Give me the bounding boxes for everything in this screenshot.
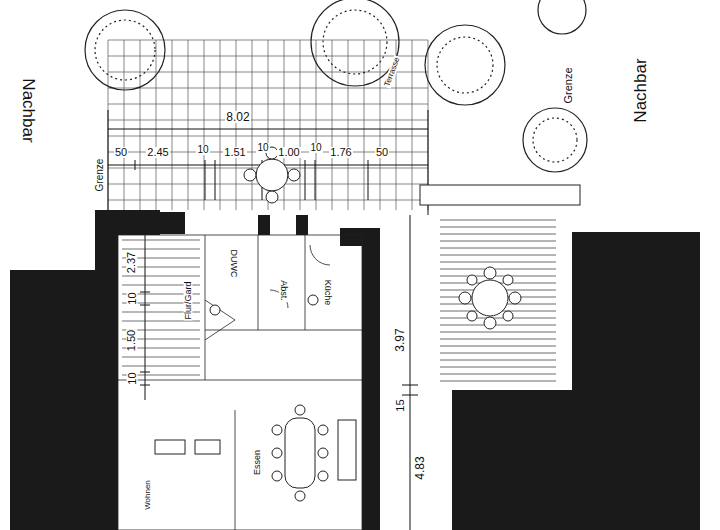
hatch-line	[440, 318, 556, 319]
dimension-label: 50	[375, 147, 389, 158]
house-walls	[160, 212, 380, 530]
dimension-label: 3.97	[394, 327, 406, 352]
hatch-line	[440, 255, 556, 256]
grid-line	[236, 40, 237, 210]
grid-line	[252, 40, 253, 210]
grid-line	[172, 40, 173, 210]
dimension-label: Grenze	[95, 158, 105, 193]
room-label: Wohnen	[144, 479, 152, 511]
hatch-line	[440, 262, 556, 263]
room-label: DUWC	[229, 248, 238, 278]
terrace-grid	[108, 40, 428, 210]
hatch-line	[440, 248, 556, 249]
grid-line	[108, 40, 428, 41]
dimension-label: 1.50	[126, 328, 137, 351]
grid-line	[300, 40, 301, 210]
hatch-line	[440, 346, 556, 347]
dimension-label: 2.37	[126, 250, 137, 273]
dimension-label: Grenze	[562, 66, 573, 104]
hatch-line	[440, 227, 556, 228]
grid-line	[380, 40, 381, 210]
grid-line	[412, 40, 413, 210]
grid-line	[156, 40, 157, 210]
dimension-label: 1.00	[277, 147, 300, 158]
grid-line	[108, 56, 428, 57]
grid-line	[108, 120, 428, 121]
hatch-line	[440, 234, 556, 235]
grid-line	[108, 136, 428, 137]
dimension-label: 10	[127, 371, 138, 385]
dimension-label: 4.83	[414, 455, 426, 480]
hatch-line	[440, 374, 556, 375]
room-label: Essen	[253, 448, 262, 475]
stair-step	[122, 249, 200, 250]
hatch-line	[440, 332, 556, 333]
hatch-line	[440, 360, 556, 361]
neighbour-label: Nachbar	[20, 77, 37, 143]
grid-line	[124, 40, 125, 210]
dimension-label: 10	[127, 291, 138, 305]
dimension-label: 2.45	[146, 147, 169, 158]
hatch-line	[440, 269, 556, 270]
hatch-line	[440, 241, 556, 242]
grid-line	[108, 72, 428, 73]
stair-step	[122, 276, 200, 277]
furniture	[155, 147, 521, 501]
trees	[85, 0, 587, 172]
hatch-line	[440, 353, 556, 354]
hatch-line	[440, 276, 556, 277]
grid-line	[188, 40, 189, 210]
interior	[118, 235, 362, 530]
room-label: Abst.	[278, 279, 287, 302]
grid-line	[108, 104, 428, 105]
room-label: Küche	[324, 278, 333, 306]
stone-wall	[420, 185, 580, 205]
room-label: Flur/Gard	[183, 280, 192, 320]
grid-line	[364, 40, 365, 210]
grid-line	[204, 40, 205, 210]
grid-line	[348, 40, 349, 210]
grid-line	[220, 40, 221, 210]
dimension-label: 15	[395, 398, 406, 412]
stair-step	[122, 357, 200, 358]
grid-line	[140, 40, 141, 210]
dimension-label: 10	[309, 143, 322, 153]
hatch-line	[440, 325, 556, 326]
stair-step	[122, 240, 200, 241]
stairs	[122, 240, 200, 375]
hatch-line	[440, 367, 556, 368]
hatch-line	[440, 381, 556, 382]
dimension-label: 8.02	[225, 111, 250, 123]
hatch-line	[440, 220, 556, 221]
dimension-label: 1.51	[223, 147, 246, 158]
neighbour-label: Nachbar	[631, 57, 648, 123]
dimension-lines	[108, 110, 428, 530]
patio-hatching	[440, 220, 556, 381]
dimension-label: 1.76	[329, 147, 352, 158]
grid-line	[316, 40, 317, 210]
dimension-label: 10	[196, 145, 209, 155]
grid-line	[332, 40, 333, 210]
grid-line	[108, 88, 428, 89]
neighbour-buildings	[10, 210, 700, 530]
stair-step	[122, 366, 200, 367]
stair-step	[122, 321, 200, 322]
dimension-label: 10	[256, 143, 269, 153]
hatch-line	[440, 339, 556, 340]
dimension-label: 50	[114, 147, 128, 158]
